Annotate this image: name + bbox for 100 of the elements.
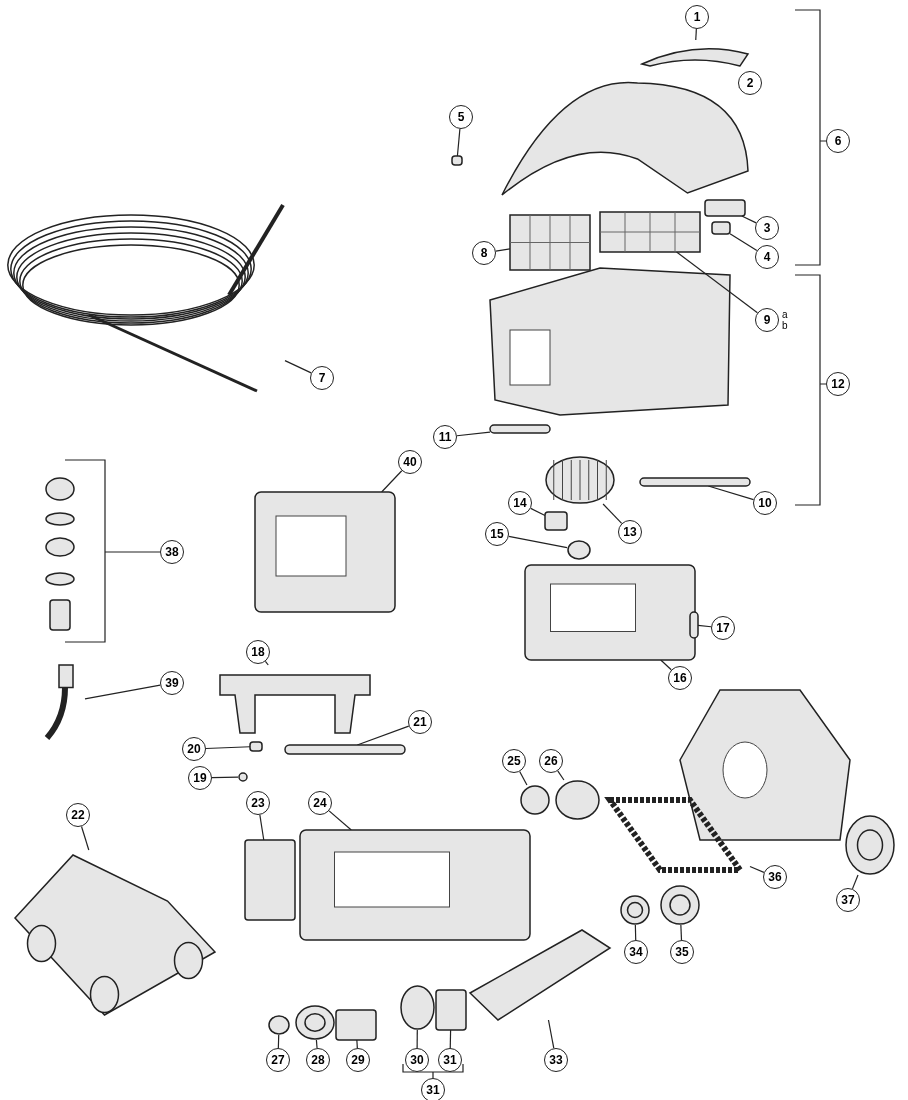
callout-number: 13 xyxy=(618,520,642,544)
screw-drawing xyxy=(452,156,462,165)
leader-line xyxy=(495,248,511,252)
callout-number: 19 xyxy=(188,766,212,790)
clip-drawing xyxy=(545,512,567,530)
leader-line xyxy=(205,746,251,750)
leader-line xyxy=(259,814,265,841)
leader-line xyxy=(284,360,312,374)
leader-line xyxy=(660,659,672,671)
bushing-drawing xyxy=(520,785,550,815)
leader-line xyxy=(356,1039,358,1049)
leader-line xyxy=(264,660,269,666)
callout-number: 31 xyxy=(421,1078,445,1100)
callout-number: 35 xyxy=(670,940,694,964)
leader-line xyxy=(456,128,461,157)
callout-number: 27 xyxy=(266,1048,290,1072)
variant-letter: b xyxy=(782,320,788,331)
callout-number: 10 xyxy=(753,491,777,515)
leader-line xyxy=(557,770,565,781)
leader-line xyxy=(416,1029,418,1049)
pin-drawing xyxy=(490,425,550,433)
callout-number: 21 xyxy=(408,710,432,734)
shaft-drawing xyxy=(567,540,591,560)
callout-number: 11 xyxy=(433,425,457,449)
leader-line xyxy=(676,251,758,314)
callout-number: 12 xyxy=(826,372,850,396)
clip-drawing xyxy=(250,742,262,751)
filter-panel-drawing xyxy=(510,215,590,270)
gear-drawing xyxy=(660,885,700,925)
callout-number: 4 xyxy=(755,245,779,269)
leader-line xyxy=(211,776,239,779)
leader-line xyxy=(84,684,161,700)
callout-number: 37 xyxy=(836,888,860,912)
wheel-drawing xyxy=(845,815,895,875)
callout-number: 15 xyxy=(485,522,509,546)
leader-line xyxy=(547,1019,555,1049)
tube-end-drawing xyxy=(400,985,435,1030)
brush-drawing xyxy=(470,930,610,1020)
leader-line xyxy=(519,770,528,786)
callout-number: 1 xyxy=(685,5,709,29)
leader-line xyxy=(602,503,623,524)
callout-number: 23 xyxy=(246,791,270,815)
callout-number: 30 xyxy=(405,1048,429,1072)
leader-line xyxy=(680,924,683,941)
gear-drawing xyxy=(336,1010,376,1040)
leader-line xyxy=(749,865,765,873)
callout-number: 28 xyxy=(306,1048,330,1072)
callout-number: 22 xyxy=(66,803,90,827)
filter-frame-drawing xyxy=(600,212,700,252)
side-plate-drawing xyxy=(245,840,295,920)
pin-drawing xyxy=(690,612,698,638)
leader-line xyxy=(449,1029,452,1049)
leader-line xyxy=(697,624,712,628)
callout-number: 36 xyxy=(763,865,787,889)
callout-number: 31 xyxy=(438,1048,462,1072)
variant-letter: a xyxy=(782,309,788,320)
leader-line xyxy=(381,470,403,493)
callout-number: 20 xyxy=(182,737,206,761)
leader-line xyxy=(695,28,697,41)
callout-number: 6 xyxy=(826,129,850,153)
callout-number: 3 xyxy=(755,216,779,240)
bushing-drawing xyxy=(555,780,600,820)
callout-number: 14 xyxy=(508,491,532,515)
latch-drawing xyxy=(712,222,730,234)
callout-number: 16 xyxy=(668,666,692,690)
callout-number: 5 xyxy=(449,105,473,129)
callout-number: 18 xyxy=(246,640,270,664)
impeller-drawing xyxy=(545,456,615,504)
motor-unit-drawing xyxy=(525,565,695,660)
leader-line xyxy=(456,431,491,437)
callout-number: 34 xyxy=(624,940,648,964)
callout-number: 9 xyxy=(755,308,779,332)
callout-number: 8 xyxy=(472,241,496,265)
gear-drawing xyxy=(620,895,650,925)
leader-line xyxy=(729,233,758,252)
rod-drawing xyxy=(640,478,750,486)
leader-line xyxy=(508,535,568,549)
leader-line xyxy=(328,810,352,831)
callout-number: 26 xyxy=(539,749,563,773)
callout-number: 40 xyxy=(398,450,422,474)
callout-number: 2 xyxy=(738,71,762,95)
leader-line xyxy=(851,874,859,890)
callout-number: 33 xyxy=(544,1048,568,1072)
callout-number: 29 xyxy=(346,1048,370,1072)
callout-number: 25 xyxy=(502,749,526,773)
clip-drawing xyxy=(705,200,745,216)
chassis-drawing xyxy=(300,830,530,940)
power-supply-drawing xyxy=(255,492,395,612)
leader-line xyxy=(315,1039,318,1049)
screw-drawing xyxy=(238,772,248,782)
leader-line xyxy=(356,725,410,746)
cap-drawing xyxy=(268,1015,290,1035)
hub-drawing xyxy=(295,1005,335,1040)
callout-number: 17 xyxy=(711,616,735,640)
callout-number: 7 xyxy=(310,366,334,390)
callout-number: 39 xyxy=(160,671,184,695)
rod-drawing xyxy=(285,745,405,754)
callout-number: 24 xyxy=(308,791,332,815)
callout-number: 38 xyxy=(160,540,184,564)
leader-line xyxy=(80,825,90,851)
